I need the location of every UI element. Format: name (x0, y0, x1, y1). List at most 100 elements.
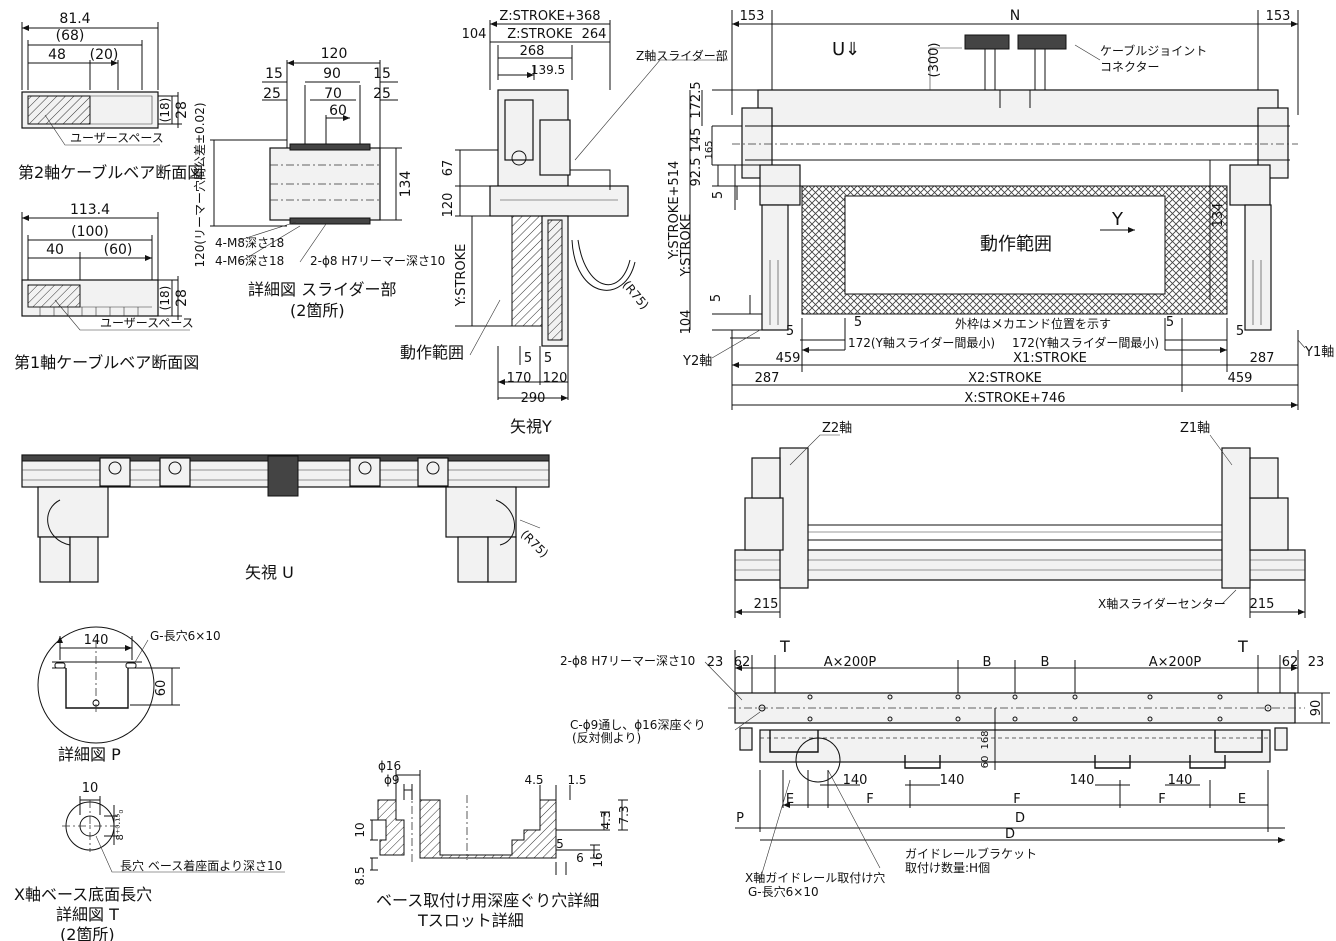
viewy-r75: (R75) (620, 278, 652, 312)
base-d62b: 62 (1282, 655, 1299, 670)
viewy-d120: 120 (441, 193, 456, 218)
tslot-d45: 4.5 (524, 773, 543, 787)
top-d153b: 153 (1266, 9, 1291, 24)
top-y2: Y2軸 (682, 354, 712, 369)
viewy-d170: 170 (507, 371, 532, 386)
dett-title1: X軸ベース底面長穴 (14, 885, 152, 904)
viewy-ystroke: Y:STROKE (454, 244, 469, 308)
sec1-d2: (100) (71, 224, 109, 240)
sec1-d5: (18) (158, 286, 172, 311)
detp-g: G-長穴6×10 (150, 628, 221, 643)
top-m172a: 172(Y軸スライダー間最小) (848, 335, 995, 350)
top-d5b: 5 (709, 294, 724, 302)
top-d5e: 5 (1166, 315, 1174, 330)
base-d140b: 140 (940, 773, 965, 788)
base-rail1: X軸ガイドレール取付け穴 (745, 870, 885, 885)
slider-d60: 60 (329, 103, 347, 119)
tslot-title1: ベース取付け用深座ぐり穴詳細 (376, 891, 599, 910)
slider-sub: (2箇所) (290, 301, 345, 320)
front-z1: Z1軸 (1180, 421, 1210, 436)
sec2-user: ユーザースペース (70, 131, 164, 145)
viewy-d5b: 5 (544, 351, 552, 366)
t-slot-detail: ϕ16 ϕ9 10 8.5 4.5 1.5 4.3 7.3 5 6 16 ベース… (353, 759, 631, 930)
tslot-d10: 10 (353, 822, 367, 837)
base-d140a: 140 (843, 773, 868, 788)
top-d5d: 5 (854, 315, 862, 330)
sec2-d4: (20) (90, 47, 119, 63)
top-range: 動作範囲 (980, 234, 1052, 255)
tslot-title2: Tスロット詳細 (417, 911, 524, 930)
top-y1: Y1軸 (1304, 345, 1334, 360)
top-d153a: 153 (740, 9, 765, 24)
base-d23b: 23 (1308, 655, 1325, 670)
slider-d25a: 25 (263, 86, 281, 102)
sec1-d1: 113.4 (70, 202, 110, 218)
top-d300: (300) (927, 43, 942, 78)
base-bracket1: ガイドレールブラケット (905, 846, 1037, 861)
viewy-d268: 268 (520, 44, 545, 59)
top-d134: 134 (1211, 203, 1226, 228)
sec2-d1: 81.4 (59, 11, 90, 27)
top-u: U⇓ (832, 39, 860, 60)
detp-title: 詳細図 P (58, 745, 121, 764)
sec1-d3: 40 (46, 242, 64, 258)
base-d1: D (1015, 811, 1025, 826)
top-d5c: 5 (786, 324, 794, 339)
sec2-d3: 48 (48, 47, 66, 63)
front-xcenter: X軸スライダーセンター (1098, 596, 1226, 611)
slider-d134: 134 (398, 171, 414, 198)
top-d459: 459 (776, 351, 801, 366)
dett-slot: 長穴 ベース着座面より深さ10 (120, 858, 282, 873)
base-p: P (736, 811, 744, 826)
base-c1: C-ϕ9通し、ϕ16深座ぐり (570, 717, 705, 732)
sec2-d2: (68) (56, 28, 85, 44)
top-m172b: 172(Y軸スライダー間最小) (1012, 335, 1159, 350)
tslot-d73: 7.3 (617, 805, 631, 824)
slider-d15a: 15 (265, 66, 283, 82)
top-n: N (1010, 8, 1020, 24)
viewy-d104: 104 (462, 27, 487, 42)
top-d5: 5 (711, 191, 726, 199)
x-base-view: 2-ϕ8 H7リーマー深さ10 23 62 T A×200P B B A×200… (560, 637, 1330, 899)
top-cable1: ケーブルジョイント (1100, 43, 1207, 58)
base-rail2: G-長穴6×10 (748, 884, 819, 899)
viewy-range: 動作範囲 (400, 343, 464, 362)
base-e2: E (1238, 792, 1246, 807)
base-holes (807, 694, 1223, 722)
viewy-zslider: Z軸スライダー部 (636, 48, 728, 63)
dett-title2: 詳細図 T (56, 905, 119, 924)
base-a2: A×200P (1149, 655, 1202, 670)
tslot-p16: ϕ16 (378, 759, 401, 773)
slider-d25b: 25 (373, 86, 391, 102)
view-u-plates (99, 455, 449, 497)
dett-title3: (2箇所) (60, 925, 115, 941)
viewu-r75: (R75) (518, 527, 551, 560)
top-d145: 145 (689, 128, 704, 153)
top-ys: Y:STROKE (679, 214, 694, 278)
slider-m8: 4-M8深さ18 (215, 236, 284, 250)
tslot-d85: 8.5 (353, 866, 367, 885)
base-d140c: 140 (1070, 773, 1095, 788)
cable-bear-2-section: 81.4 (68) 48 (20) (18) 28 ユーザースペース 第2軸ケー… (18, 11, 203, 182)
sec2-d5: (18) (158, 98, 172, 123)
tslot-d16: 16 (591, 852, 605, 867)
base-f2: F (1013, 792, 1020, 807)
sec1-title: 第1軸ケーブルベア断面図 (14, 353, 199, 372)
slider-d90: 90 (323, 66, 341, 82)
tslot-d6: 6 (576, 851, 584, 865)
base-b1: B (983, 655, 992, 670)
base-f3: F (1158, 792, 1165, 807)
top-view: 153 N 153 U⇓ (300) ケーブルジョイント コネクター 172.5… (667, 8, 1334, 410)
slider-m6: 4-M6深さ18 (215, 254, 284, 268)
base-f1: F (866, 792, 873, 807)
top-d287b: 287 (1250, 351, 1275, 366)
viewy-z1: Z:STROKE+368 (499, 9, 600, 24)
dett-tol: 8⁺⁰·¹⁵₀ (115, 810, 126, 841)
cable-bear-1-section: 113.4 (100) 40 (60) (18) 28 ユーザースペース 第1軸… (14, 202, 199, 372)
top-cable2: コネクター (1100, 60, 1160, 74)
tslot-d43: 4.3 (599, 810, 613, 829)
viewy-d290: 290 (521, 391, 546, 406)
base-a1: A×200P (824, 655, 877, 670)
viewy-z2: Z:STROKE (507, 27, 572, 42)
